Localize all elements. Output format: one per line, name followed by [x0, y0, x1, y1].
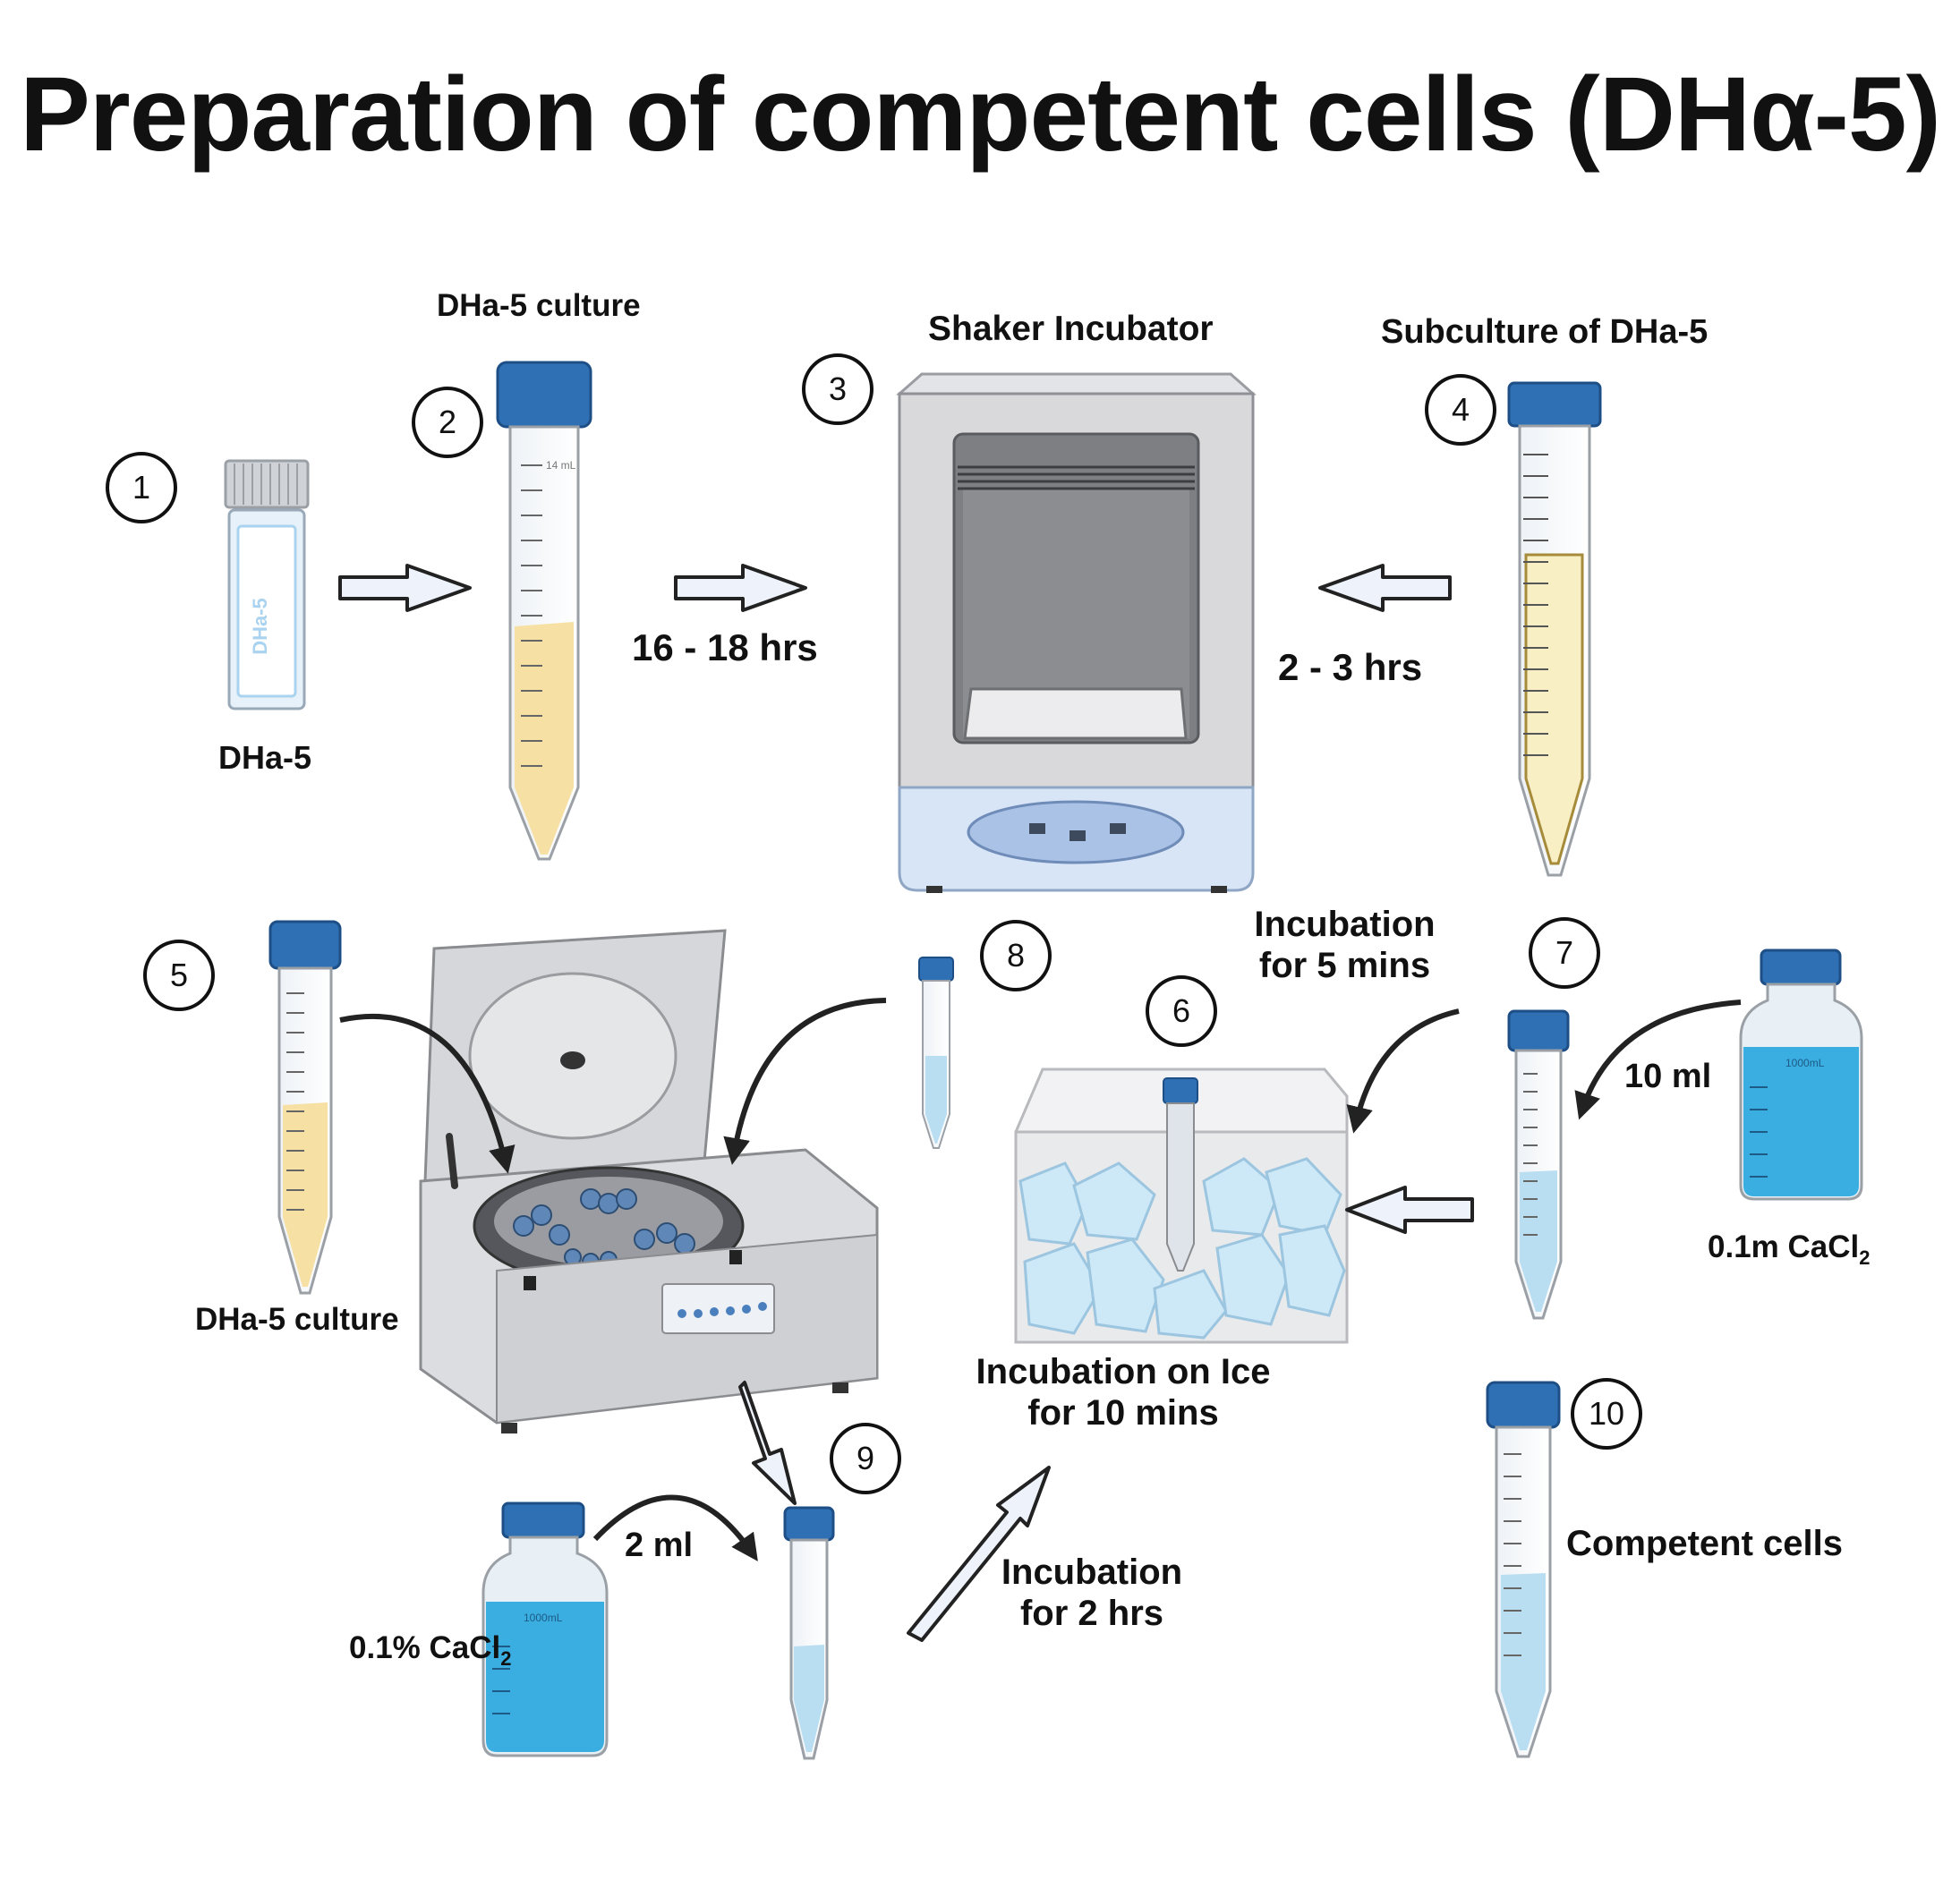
incub5-line2: for 5 mins: [1258, 946, 1431, 985]
label-culture-top: DHa-5 culture: [437, 288, 641, 323]
step-3-badge: 3: [802, 353, 873, 425]
label-shaker-incubator: Shaker Incubator: [928, 310, 1214, 348]
label-01m-cacl2: 0.1m CaCl2: [1708, 1229, 1871, 1269]
label-dha5: DHa-5: [218, 739, 312, 776]
block-arrow-9-6: [907, 1466, 1051, 1642]
curve-arrow-10ml: [1574, 1000, 1742, 1120]
label-incubation-on-ice: Incubation on Ice for 10 mins: [962, 1351, 1284, 1433]
cacl2-01m-text: 0.1m CaCl: [1708, 1229, 1860, 1264]
cacl2-pct-text: 0.1% CaCl: [349, 1630, 501, 1665]
step-1-badge: 1: [106, 452, 177, 523]
block-arrow-2-3: [674, 564, 807, 612]
subculture-tube: [1507, 381, 1602, 877]
tube-mark-text: 14 mL: [546, 459, 576, 472]
label-2-ml: 2 ml: [625, 1527, 694, 1564]
curve-arrow-5-centrifuge: [339, 1014, 516, 1174]
curve-arrow-incub5: [1346, 1008, 1460, 1134]
label-10-ml: 10 ml: [1624, 1058, 1712, 1095]
small-tube-step8: [918, 957, 954, 1149]
curve-arrow-2ml: [592, 1494, 758, 1561]
cacl2-pct-sub: 2: [500, 1647, 512, 1670]
block-arrow-7-6: [1345, 1186, 1474, 1234]
centrifuge: [419, 929, 879, 1433]
block-arrow-1-2: [338, 564, 472, 612]
bottle-mark-left: 1000mL: [524, 1612, 563, 1624]
label-01pct-cacl2: 0.1% CaCl2: [349, 1630, 512, 1670]
incub2-line1: Incubation: [1001, 1552, 1183, 1592]
shaker-incubator: [896, 372, 1257, 893]
ice-line1: Incubation on Ice: [976, 1352, 1271, 1391]
label-competent-cells: Competent cells: [1566, 1524, 1843, 1563]
tube-step7: [1507, 1009, 1570, 1320]
bottle-mark-right: 1000mL: [1785, 1057, 1825, 1069]
ice-line2: for 10 mins: [1027, 1393, 1219, 1433]
tube-step10: [1486, 1381, 1561, 1758]
step-2-badge: 2: [412, 387, 483, 458]
step-9-badge: 9: [830, 1423, 901, 1494]
label-incubation-2-hrs: Incubation for 2 hrs: [976, 1552, 1208, 1634]
step-10-badge: 10: [1571, 1378, 1642, 1450]
label-incubation-5-mins: Incubation for 5 mins: [1226, 904, 1463, 986]
block-arrow-centrifuge-9: [738, 1381, 797, 1505]
incub5-line1: Incubation: [1254, 905, 1436, 944]
cacl2-01m-sub: 2: [1859, 1246, 1871, 1269]
culture-tube-left: [268, 920, 342, 1295]
page-title: Preparation of competent cells (DHα-5): [20, 55, 1941, 174]
bottle-01m-cacl2: 1000mL: [1739, 949, 1863, 1201]
bottle-01pct-cacl2: 1000mL: [481, 1501, 609, 1757]
label-16-18-hrs: 16 - 18 hrs: [632, 626, 818, 668]
label-culture-left: DHa-5 culture: [195, 1302, 399, 1337]
step-8-badge: 8: [980, 920, 1052, 991]
tube-step9: [783, 1506, 835, 1760]
vial-tag-text: DHa-5: [249, 598, 271, 655]
step-5-badge: 5: [143, 940, 215, 1011]
glycerol-stock-vial: DHa-5: [224, 459, 310, 710]
label-2-3-hrs: 2 - 3 hrs: [1278, 646, 1423, 688]
step-4-badge: 4: [1425, 374, 1496, 446]
culture-tube-yellow: 14 mL: [496, 361, 592, 861]
block-arrow-4-3: [1318, 564, 1452, 612]
step-7-badge: 7: [1529, 917, 1600, 989]
curve-arrow-8-centrifuge: [723, 998, 887, 1165]
step-6-badge: 6: [1146, 975, 1217, 1047]
ice-box: [1014, 1068, 1349, 1344]
label-subculture: Subculture of DHa-5: [1381, 313, 1709, 351]
incub2-line2: for 2 hrs: [1019, 1594, 1164, 1633]
